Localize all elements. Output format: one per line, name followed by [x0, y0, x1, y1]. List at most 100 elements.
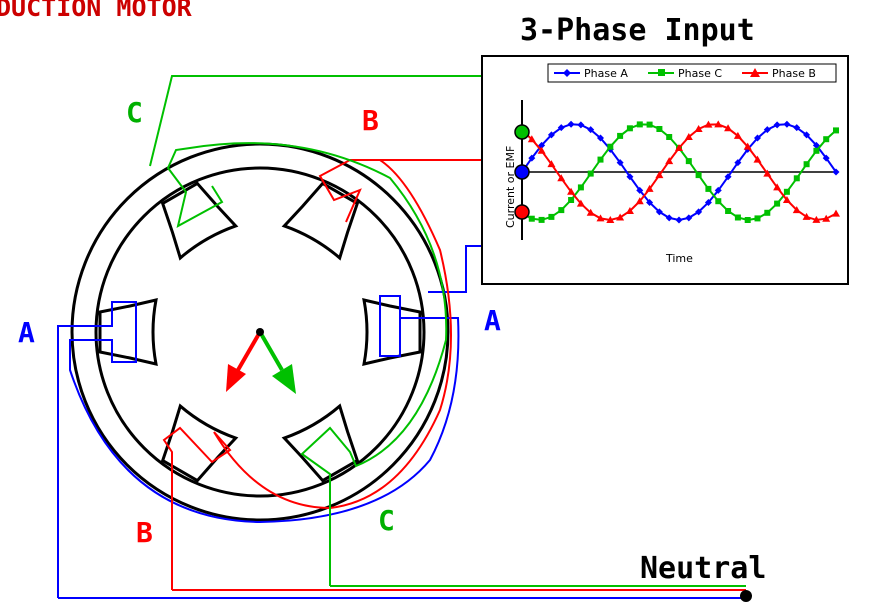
- pole-left: [98, 298, 158, 366]
- series-marker: [557, 174, 566, 182]
- series-marker: [695, 172, 702, 179]
- series-marker: [665, 157, 674, 165]
- series-marker: [685, 158, 692, 165]
- series-marker: [645, 184, 654, 192]
- pole-bottom-left: [160, 403, 239, 483]
- chart-series-layer: [521, 120, 840, 224]
- series-marker: [754, 215, 761, 222]
- label-c-top: C: [126, 96, 143, 129]
- phase-a-wire: [57, 295, 460, 598]
- series-marker: [684, 132, 693, 140]
- series-marker: [557, 124, 565, 132]
- series-marker: [616, 213, 625, 221]
- series-marker: [803, 131, 811, 139]
- input-title: 3-Phase Input: [520, 13, 755, 48]
- series-marker: [538, 141, 546, 149]
- series-marker: [625, 207, 634, 215]
- series-marker: [586, 208, 595, 216]
- series-marker: [587, 170, 594, 177]
- series-marker: [616, 159, 624, 167]
- pole-top-right: [281, 181, 360, 261]
- series-marker: [607, 143, 614, 150]
- series-marker: [665, 214, 673, 222]
- phase-c-start-dot: [514, 124, 530, 140]
- series-marker: [656, 126, 663, 132]
- series-marker: [715, 198, 722, 205]
- series-marker: [606, 215, 615, 223]
- legend-label-phase-b: Phase B: [772, 67, 816, 80]
- phase-b-start-dot: [514, 204, 530, 220]
- phase-a-start-dot: [514, 164, 530, 180]
- chart-frame: [481, 55, 849, 285]
- series-marker: [635, 197, 644, 205]
- diagram-title: DUCTION MOTOR: [0, 0, 193, 22]
- series-marker: [617, 132, 624, 139]
- label-b-top: B: [362, 104, 379, 137]
- chart-xlabel: Time: [665, 252, 693, 265]
- series-phase-a: [521, 120, 840, 224]
- series-marker: [704, 198, 712, 206]
- label-a-left: A: [18, 316, 35, 349]
- label-a-right: A: [484, 304, 501, 337]
- series-marker: [577, 184, 584, 191]
- series-marker: [695, 208, 703, 216]
- series-marker: [655, 208, 663, 216]
- series-marker: [675, 216, 683, 224]
- phase-c-feed: [149, 75, 482, 167]
- series-marker: [646, 198, 654, 206]
- neutral-node: [740, 590, 752, 602]
- series-marker: [773, 183, 782, 191]
- series-marker: [733, 131, 742, 139]
- series-marker: [626, 173, 634, 181]
- series-marker: [754, 134, 761, 142]
- series-marker: [822, 154, 830, 162]
- series-marker: [812, 141, 820, 149]
- series-marker: [636, 121, 643, 128]
- series-marker: [714, 120, 723, 128]
- series-marker: [763, 126, 771, 134]
- field-vectors: [226, 328, 296, 394]
- series-marker: [567, 120, 575, 128]
- series-marker: [782, 195, 791, 203]
- chart-legend: [547, 63, 837, 83]
- label-b-bottom: B: [136, 516, 153, 549]
- series-marker: [636, 186, 644, 194]
- legend-entry-phase-a: Phase A: [554, 67, 628, 80]
- series-marker: [568, 197, 575, 203]
- series-marker: [812, 215, 821, 223]
- legend-entry-phase-b: Phase B: [742, 67, 816, 80]
- series-marker: [774, 200, 781, 207]
- series-marker: [596, 214, 605, 222]
- series-marker: [626, 125, 633, 132]
- series-marker: [833, 127, 839, 134]
- series-marker: [597, 134, 604, 142]
- series-marker: [725, 208, 732, 214]
- series-marker: [558, 207, 565, 214]
- series-marker: [694, 124, 703, 132]
- series-marker: [793, 175, 800, 182]
- green-vector-line: [258, 330, 284, 372]
- series-marker: [802, 212, 811, 220]
- series-marker: [764, 209, 771, 216]
- pole-bottom-right: [281, 403, 360, 483]
- series-marker: [704, 120, 713, 128]
- phase-c-wire: [166, 142, 448, 586]
- legend-label-phase-a: Phase A: [584, 67, 628, 80]
- series-marker: [724, 124, 733, 132]
- legend-label-phase-c: Phase C: [678, 67, 722, 80]
- series-marker: [705, 185, 712, 192]
- series-marker: [675, 144, 683, 151]
- series-marker: [537, 146, 546, 154]
- series-marker: [528, 215, 535, 222]
- series-marker: [547, 131, 555, 139]
- series-marker: [753, 155, 762, 163]
- series-marker: [567, 187, 576, 195]
- chart-ylabel: Current or EMF: [504, 146, 517, 228]
- series-marker: [773, 121, 781, 129]
- green-arrowhead: [272, 364, 296, 394]
- series-marker: [832, 168, 840, 176]
- series-marker: [527, 135, 536, 143]
- series-marker: [783, 188, 790, 195]
